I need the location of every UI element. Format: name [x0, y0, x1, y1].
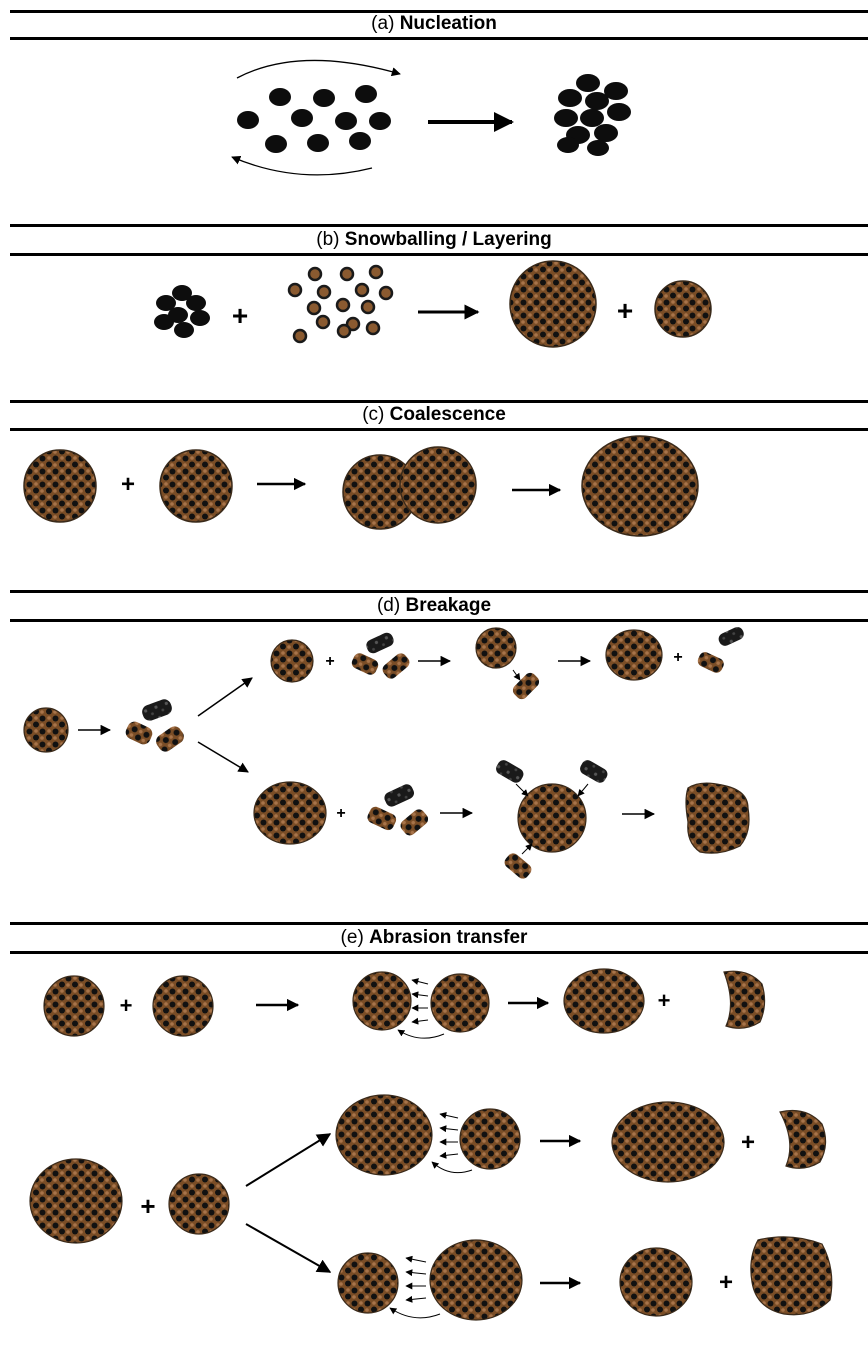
plus-sign: +: [336, 805, 345, 822]
fragments: [367, 784, 429, 836]
plus-sign: +: [120, 993, 133, 1018]
plus-sign: +: [658, 988, 671, 1013]
granule: [605, 629, 663, 681]
grown-granule: [563, 968, 645, 1034]
plus-sign: +: [673, 649, 682, 666]
section-c-bottom-rule: [10, 428, 868, 431]
coalescence-row: +: [23, 435, 699, 537]
breakage-row: + + +: [23, 627, 750, 879]
transfer-arrows: [397, 978, 445, 1039]
circulation-arrow-bottom: [231, 156, 373, 176]
nucleus-small: [154, 285, 210, 338]
transfer-arrows: [389, 1255, 441, 1319]
granule: [475, 627, 517, 669]
section-a-header: (a) Nucleation: [0, 13, 868, 35]
grown-granule: [750, 1236, 833, 1316]
nucleation-row: [231, 59, 631, 176]
section-a-top-rule: [10, 10, 868, 13]
fragments: [351, 632, 410, 679]
plus-sign: +: [232, 300, 248, 331]
section-e-top-rule: [10, 922, 868, 925]
coalesced-granule: [581, 435, 699, 537]
section-d-header: (d) Breakage: [0, 595, 868, 617]
nucleus-cluster: [554, 74, 631, 156]
reformed-granule: [685, 782, 750, 854]
large-granule: [29, 1158, 123, 1244]
section-b-prefix: (b): [316, 229, 340, 250]
grown-granule: [611, 1101, 725, 1183]
granule: [253, 781, 327, 845]
small-arrow: [577, 783, 589, 797]
granule: [517, 783, 587, 853]
branch-arrow-upper: [197, 677, 253, 717]
section-b-bottom-rule: [10, 253, 868, 256]
granule: [159, 449, 233, 523]
granule: [459, 1108, 521, 1170]
granule: [430, 973, 490, 1033]
granule: [23, 707, 69, 753]
plus-sign: +: [617, 295, 633, 326]
fragments: [697, 627, 744, 673]
section-b-header: (b) Snowballing / Layering: [0, 229, 868, 251]
abraded-granule: [723, 970, 766, 1029]
section-e-title: Abrasion transfer: [369, 927, 528, 948]
section-c-header: (c) Coalescence: [0, 404, 868, 426]
small-arrow: [515, 783, 529, 797]
abrasion-row-2: + +: [29, 1094, 833, 1321]
branch-arrow-lower: [245, 1223, 332, 1273]
granule: [337, 1252, 399, 1314]
plus-sign: +: [121, 471, 135, 498]
section-b-top-rule: [10, 224, 868, 227]
fine-powder-particles: [287, 264, 394, 344]
large-granule: [429, 1239, 523, 1321]
dispersed-binder-droplets: [237, 85, 391, 153]
branch-arrow-lower: [197, 741, 249, 773]
small-arrow: [512, 669, 521, 681]
section-d-top-rule: [10, 590, 868, 593]
granule: [352, 971, 412, 1031]
plus-sign: +: [719, 1269, 733, 1296]
branch-arrow-upper: [245, 1133, 332, 1187]
large-granule: [335, 1094, 433, 1176]
section-c-prefix: (c): [362, 404, 385, 425]
granule: [152, 975, 214, 1037]
section-a-bottom-rule: [10, 37, 868, 40]
section-a-title: Nucleation: [399, 13, 497, 34]
granule: [43, 975, 105, 1037]
broken-fragments: [125, 699, 184, 752]
plus-sign: +: [325, 653, 334, 670]
section-d-bottom-rule: [10, 619, 868, 622]
section-b-title: Snowballing / Layering: [344, 229, 552, 250]
small-arrow: [521, 843, 533, 855]
fragment: [504, 853, 532, 879]
section-d-prefix: (d): [376, 595, 401, 616]
coalescing-granule-pair: [342, 446, 477, 530]
section-c-top-rule: [10, 400, 868, 403]
section-e-header: (e) Abrasion transfer: [0, 927, 868, 949]
plus-sign: +: [741, 1129, 755, 1156]
granule: [168, 1173, 230, 1235]
fragment: [580, 760, 608, 783]
abrasion-row-1: + +: [43, 968, 766, 1039]
section-d-title: Breakage: [405, 595, 492, 616]
transfer-arrows: [431, 1111, 473, 1174]
abraded-granule: [619, 1247, 693, 1317]
granule: [23, 449, 97, 523]
section-e-prefix: (e): [340, 927, 364, 948]
section-a-prefix: (a): [371, 13, 395, 34]
section-c-title: Coalescence: [389, 404, 506, 425]
circulation-arrow-top: [236, 59, 401, 79]
fragment: [512, 672, 540, 700]
plus-sign: +: [140, 1191, 155, 1221]
small-granule: [654, 280, 712, 338]
granule: [270, 639, 314, 683]
fragment: [496, 760, 524, 783]
layered-granule: [509, 260, 597, 348]
section-e-bottom-rule: [10, 951, 868, 954]
snowballing-row: + +: [154, 260, 712, 348]
abraded-granule: [779, 1109, 827, 1169]
